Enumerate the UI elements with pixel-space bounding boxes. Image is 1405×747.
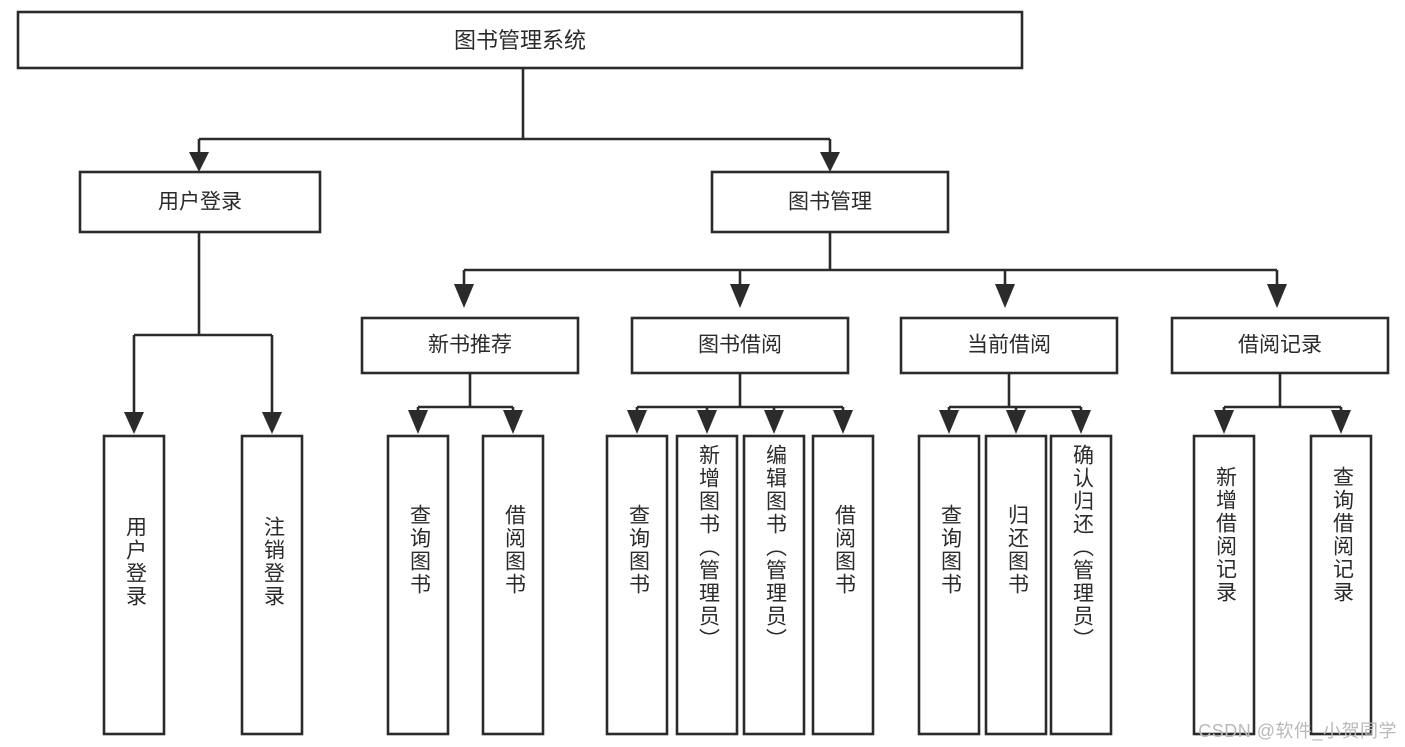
node-borrow-records-box[interactable]	[1170, 316, 1390, 375]
arrow-head-currentborrow-leaf-3	[1071, 410, 1091, 434]
arrow-head-borrowrecords-leaf-2	[1331, 410, 1351, 434]
node-book-borrow-label: 图书借阅	[698, 334, 782, 357]
arrow-head-userlogin-child-2	[262, 412, 282, 434]
node-current-borrow-box[interactable]	[899, 316, 1119, 375]
leaf-box-currentborrow-1[interactable]	[917, 434, 981, 736]
node-current-borrow-label: 当前借阅	[967, 334, 1051, 357]
leaf-box-borrowrecords-2[interactable]	[1309, 434, 1373, 736]
leaf-box-borrowrecords-1[interactable]	[1192, 434, 1256, 736]
node-book-manage-label: 图书管理	[788, 191, 872, 214]
node-user-login[interactable]: 用户登录	[78, 170, 322, 234]
node-user-login-box[interactable]	[78, 170, 322, 234]
node-root-label: 图书管理系统	[454, 28, 586, 53]
arrow-head-newbook-leaf-1	[408, 410, 428, 434]
leaf-box-newbook-2[interactable]	[481, 434, 545, 736]
arrow-head-bookborrow-leaf-3	[764, 410, 784, 434]
node-new-book-rec-label: 新书推荐	[428, 334, 512, 357]
node-root-box[interactable]	[16, 10, 1024, 70]
arrow-head-book-manage	[820, 152, 840, 172]
node-book-borrow[interactable]: 图书借阅	[630, 316, 850, 375]
arrow-head-book-borrow	[730, 284, 750, 308]
arrow-head-user-login	[189, 152, 209, 172]
leaf-box-user-login-2[interactable]	[240, 434, 304, 736]
node-book-manage-box[interactable]	[710, 170, 950, 234]
node-new-book-rec-box[interactable]	[360, 316, 580, 375]
leaf-box-newbook-1[interactable]	[386, 434, 450, 736]
arrow-head-bookborrow-leaf-4	[833, 410, 853, 434]
node-borrow-records-label: 借阅记录	[1238, 334, 1322, 357]
arrow-head-currentborrow-leaf-2	[1006, 410, 1026, 434]
leaf-boxes-layer	[102, 434, 1373, 736]
arrow-head-current-borrow	[995, 284, 1015, 308]
node-new-book-rec[interactable]: 新书推荐	[360, 316, 580, 375]
arrow-head-currentborrow-leaf-1	[939, 410, 959, 434]
arrow-head-bookborrow-leaf-2	[697, 410, 717, 434]
leaf-box-bookborrow-1[interactable]	[605, 434, 669, 736]
arrow-head-borrowrecords-leaf-1	[1214, 410, 1234, 434]
leaf-box-currentborrow-3[interactable]	[1049, 434, 1113, 736]
leaf-box-user-login-1[interactable]	[102, 434, 166, 736]
node-current-borrow[interactable]: 当前借阅	[899, 316, 1119, 375]
arrow-head-new-book-rec	[454, 284, 474, 308]
arrow-head-borrow-records	[1267, 284, 1287, 308]
node-root[interactable]: 图书管理系统	[16, 10, 1024, 70]
leaf-box-bookborrow-4[interactable]	[811, 434, 875, 736]
arrow-head-newbook-leaf-2	[503, 410, 523, 434]
leaf-box-currentborrow-2[interactable]	[984, 434, 1048, 736]
leaf-box-bookborrow-2[interactable]	[675, 434, 739, 736]
node-user-login-label: 用户登录	[158, 191, 242, 214]
arrow-head-bookborrow-leaf-1	[627, 410, 647, 434]
leaf-box-bookborrow-3[interactable]	[742, 434, 806, 736]
arrow-head-userlogin-child-1	[124, 412, 144, 434]
connectors-layer	[124, 68, 1351, 434]
node-book-manage[interactable]: 图书管理	[710, 170, 950, 234]
node-borrow-records[interactable]: 借阅记录	[1170, 316, 1390, 375]
node-book-borrow-box[interactable]	[630, 316, 850, 375]
